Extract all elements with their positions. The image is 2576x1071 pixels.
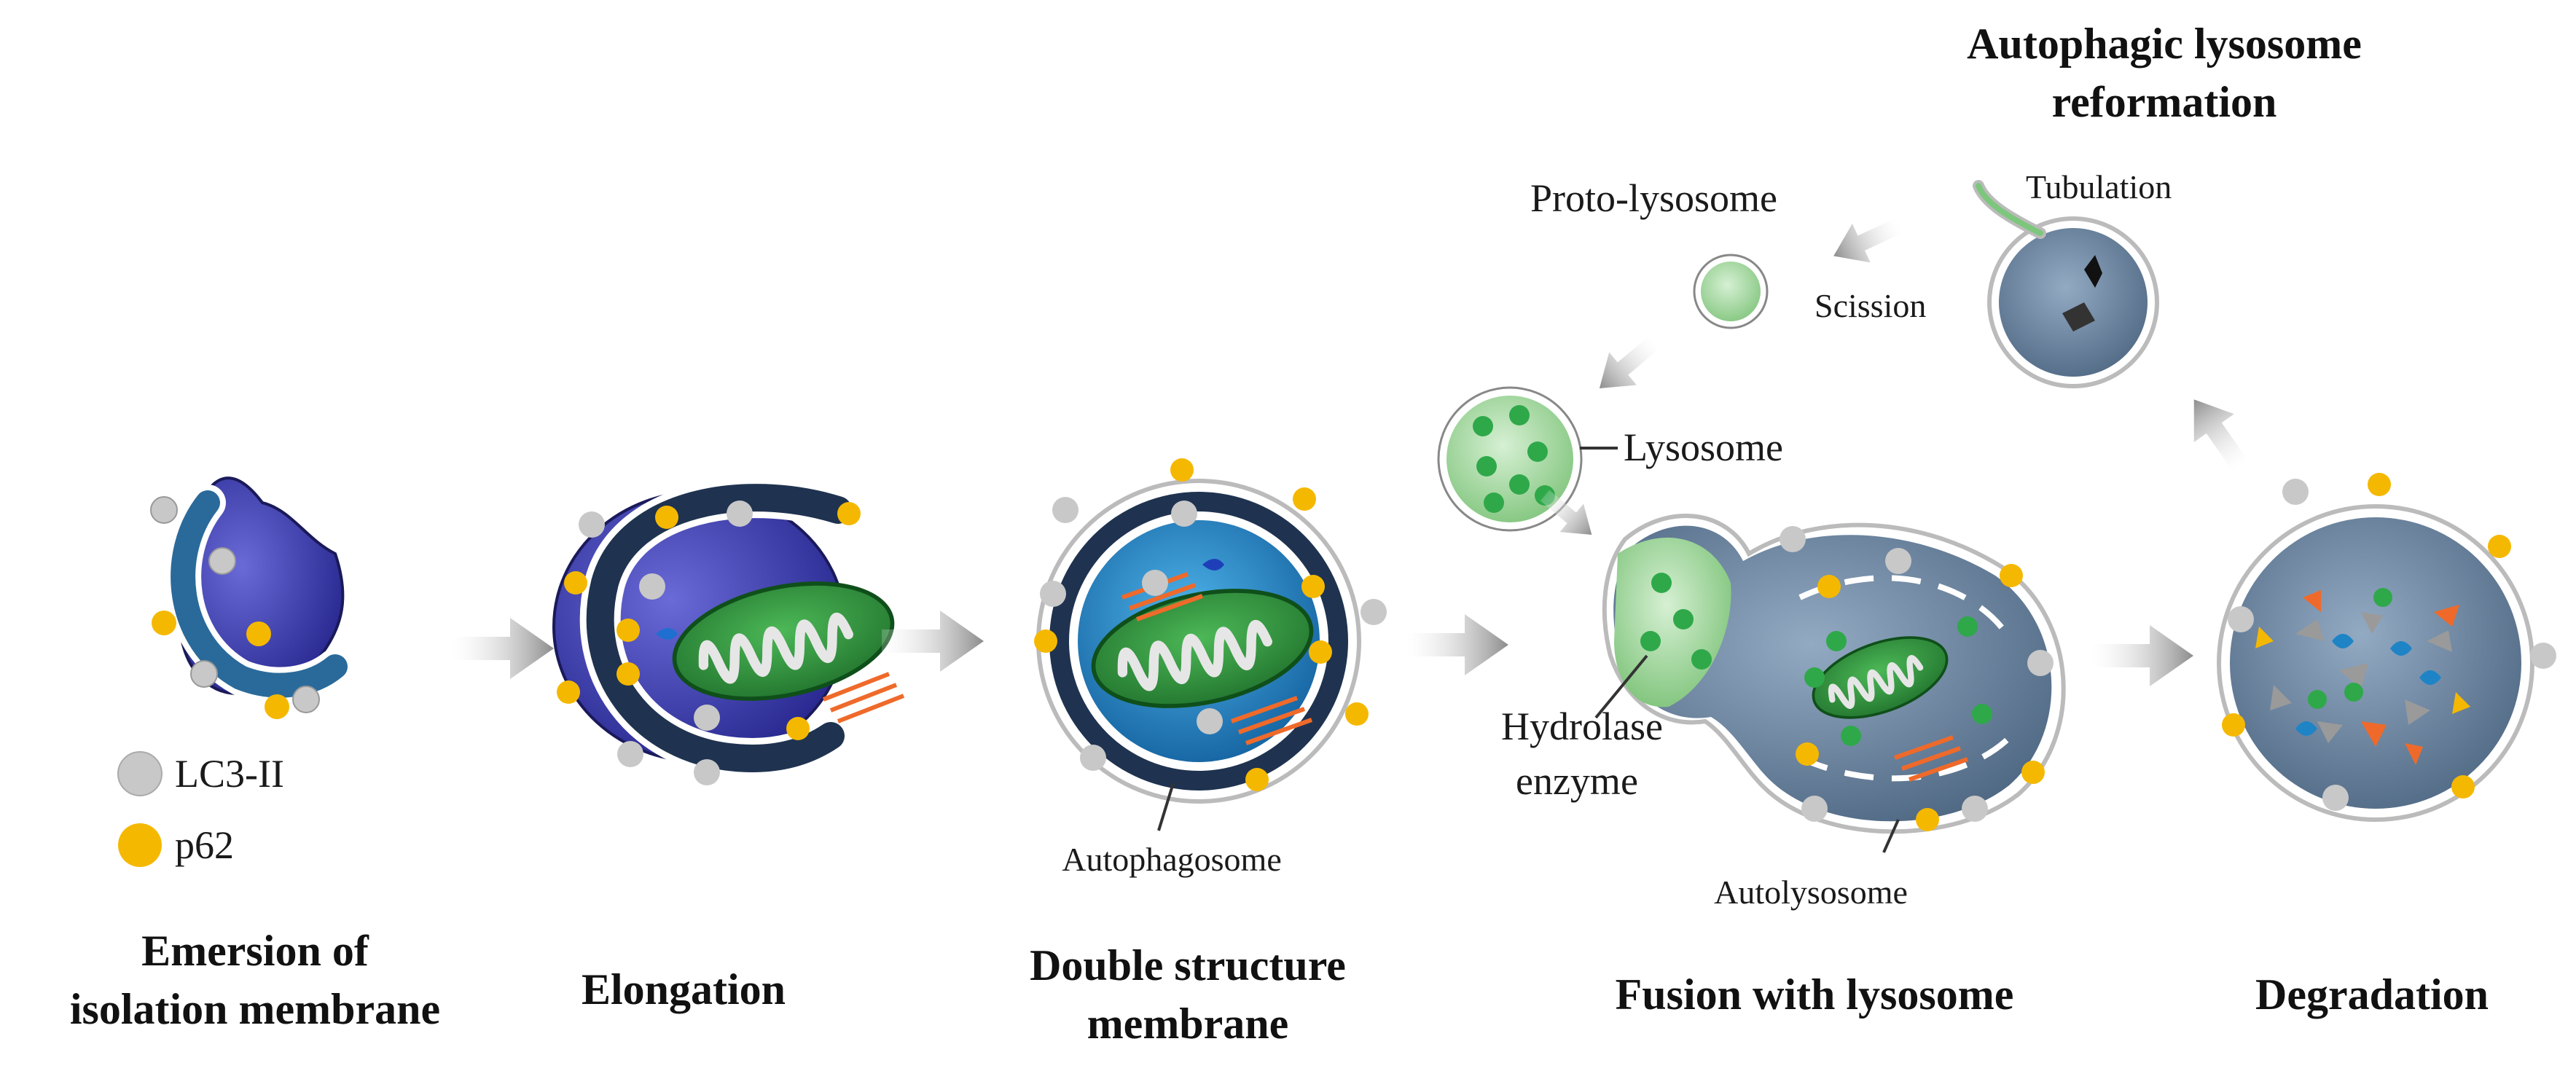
autolysosome-markers <box>1780 526 2054 831</box>
stage-double-line1: Double structure <box>1030 941 1346 989</box>
stage-fusion: Fusion with lysosome <box>1616 970 2014 1019</box>
scission-label: Scission <box>1814 287 1926 324</box>
elongation-phagophore <box>552 477 904 779</box>
autophagosome-markers <box>1034 458 1387 791</box>
arrow-tubulation-to-proto <box>1824 206 1908 276</box>
hydrolase-leader-line <box>1594 654 1648 719</box>
isolation-membrane <box>165 476 353 704</box>
arrow-right-2 <box>882 611 984 672</box>
arrow-right-4 <box>2091 625 2193 686</box>
tubulating-lysosome <box>1973 180 2159 388</box>
degraded-lysosome <box>2217 504 2534 822</box>
hydrolase-label-line1: Hydrolase <box>1501 705 1663 748</box>
lysosome <box>1437 386 1583 532</box>
elongation-markers <box>557 501 861 785</box>
proto-lysosome-label: Proto-lysosome <box>1530 176 1777 220</box>
tubulation-label: Tubulation <box>2026 168 2172 205</box>
stage-emersion-line1: Emersion of <box>141 927 369 975</box>
stage-emersion-line2: isolation membrane <box>70 985 440 1033</box>
p62-legend-marker <box>118 823 162 867</box>
hydrolase-label-line2: enzyme <box>1516 759 1638 803</box>
autophagosome <box>1036 479 1361 804</box>
proto-lysosome <box>1693 254 1769 329</box>
title-line1: Autophagic lysosome <box>1967 20 2362 68</box>
arrow-proto-to-lysosome <box>1586 326 1668 405</box>
isolation-membrane-markers <box>150 496 320 719</box>
arrow-degradation-to-tubulation <box>2174 385 2261 481</box>
autolysosome-leader-line <box>1882 819 1900 853</box>
lysosome-label: Lysosome <box>1624 425 1783 469</box>
legend-lc3-label: LC3-II <box>175 752 284 796</box>
stage-degradation: Degradation <box>2255 970 2489 1019</box>
legend-p62-label: p62 <box>175 823 234 867</box>
autophagosome-leader-line <box>1157 782 1175 831</box>
arrow-right-1 <box>452 618 554 679</box>
title-line2: reformation <box>2052 78 2277 126</box>
stage-double-line2: membrane <box>1087 1000 1289 1048</box>
autolysosome <box>1602 513 2066 834</box>
degradation-markers <box>2222 473 2556 811</box>
legend: LC3-II p62 <box>117 751 284 867</box>
autophagosome-label: Autophagosome <box>1062 841 1282 878</box>
autolysosome-label: Autolysosome <box>1714 874 1908 911</box>
arrow-right-3 <box>1406 614 1508 675</box>
lc3-legend-marker <box>117 751 163 796</box>
stage-elongation: Elongation <box>582 965 786 1013</box>
